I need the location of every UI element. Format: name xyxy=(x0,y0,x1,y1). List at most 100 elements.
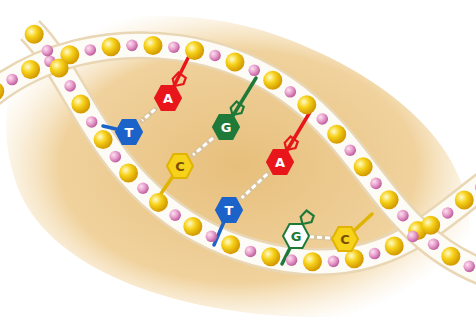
sugar-bead xyxy=(297,95,316,114)
bond-line xyxy=(142,109,155,120)
phosphate-bead xyxy=(442,207,454,219)
sugar-bead xyxy=(263,71,282,90)
phosphate-bead xyxy=(316,113,328,125)
base-shape xyxy=(213,115,239,139)
backbone-strands xyxy=(0,30,476,275)
sugar-bead xyxy=(102,37,121,56)
sugar-bead xyxy=(25,25,44,44)
nucleotide-base: C xyxy=(332,227,358,251)
phosphate-bead xyxy=(6,74,18,86)
base-letter: C xyxy=(175,160,185,173)
purine-ring xyxy=(231,102,244,116)
backbone-beads xyxy=(0,25,476,272)
phosphate-bead xyxy=(84,44,96,56)
phosphate-bead xyxy=(428,238,440,250)
purine-ring xyxy=(285,137,298,151)
base-shape xyxy=(267,150,293,174)
base-letter: A xyxy=(163,92,173,105)
sugar-bead xyxy=(261,247,280,266)
phosphate-bead xyxy=(206,230,218,242)
phosphate-bead xyxy=(245,246,257,258)
phosphate-bead xyxy=(209,50,221,62)
phosphate-bead xyxy=(284,86,296,98)
sugar-bead xyxy=(94,130,113,149)
purine-ring xyxy=(173,73,186,87)
hydrogen-bond xyxy=(242,174,268,198)
sugar-bead xyxy=(380,190,399,209)
sugar-bead xyxy=(354,157,373,176)
phosphate-bead xyxy=(370,178,382,190)
nucleotide-base: C xyxy=(167,154,193,178)
base-shape xyxy=(283,224,309,248)
strand-edge xyxy=(0,45,476,275)
purine-ring xyxy=(301,211,314,225)
phosphate-bead xyxy=(344,144,356,156)
base-letter: T xyxy=(125,126,134,139)
tan-ground xyxy=(6,16,470,317)
phosphate-bead xyxy=(463,261,475,273)
hydrogen-bond xyxy=(193,138,213,155)
nucleotide-base: T xyxy=(216,198,242,222)
base-shape xyxy=(116,120,142,144)
bond-shadow xyxy=(242,174,268,198)
sugar-bead xyxy=(221,235,240,254)
phosphate-bead xyxy=(407,231,419,243)
base-letter: G xyxy=(221,121,232,134)
phosphate-bead xyxy=(42,45,54,57)
bond-line xyxy=(242,174,268,198)
sugar-bead xyxy=(119,163,138,182)
base-letter: T xyxy=(225,204,234,217)
phosphate-bead xyxy=(286,254,298,266)
strand-band xyxy=(0,45,476,275)
nucleotide-base: A xyxy=(155,86,181,110)
strand-edge xyxy=(30,30,476,262)
base-shape xyxy=(216,198,242,222)
bond-line xyxy=(193,138,213,155)
nucleotide-base: T xyxy=(116,120,142,144)
sugar-bead xyxy=(21,60,40,79)
sugar-bead xyxy=(455,191,474,210)
base-stems xyxy=(103,58,372,264)
base-letter: C xyxy=(340,233,350,246)
phosphate-bead xyxy=(328,256,340,268)
strand-band xyxy=(30,30,476,262)
sugar-bead xyxy=(0,82,4,101)
phosphate-bead xyxy=(169,209,181,221)
hydrogen-bond xyxy=(142,109,155,120)
sugar-bead xyxy=(327,125,346,144)
base-letter: A xyxy=(275,156,285,169)
phosphate-bead xyxy=(110,151,122,163)
sugar-bead xyxy=(50,59,69,78)
phosphate-bead xyxy=(126,40,138,52)
base-shape xyxy=(167,154,193,178)
sugar-bead xyxy=(441,247,460,266)
sugar-bead xyxy=(303,252,322,271)
phosphate-bead xyxy=(168,41,180,53)
phosphate-bead xyxy=(248,65,260,77)
bond-shadow xyxy=(142,109,155,120)
sugar-bead xyxy=(183,217,202,236)
sugar-bead xyxy=(149,193,168,212)
sugar-bead xyxy=(143,36,162,55)
bond-line xyxy=(309,237,332,238)
base-shape xyxy=(155,86,181,110)
phosphate-bead xyxy=(475,181,476,193)
nucleotide-base: G xyxy=(213,115,239,139)
phosphate-bead xyxy=(86,116,98,128)
sugar-bead xyxy=(345,249,364,268)
sugar-bead xyxy=(225,53,244,72)
sugar-bead xyxy=(385,236,404,255)
hydrogen-bond xyxy=(309,237,332,238)
sugar-bead xyxy=(71,95,90,114)
phosphate-bead xyxy=(369,248,381,260)
base-shape xyxy=(332,227,358,251)
sugar-bead xyxy=(421,216,440,235)
base-letter: G xyxy=(291,230,302,243)
bond-shadow xyxy=(309,237,332,238)
phosphate-bead xyxy=(64,80,76,92)
nucleotide-base: A xyxy=(267,150,293,174)
phosphate-bead xyxy=(397,210,409,222)
